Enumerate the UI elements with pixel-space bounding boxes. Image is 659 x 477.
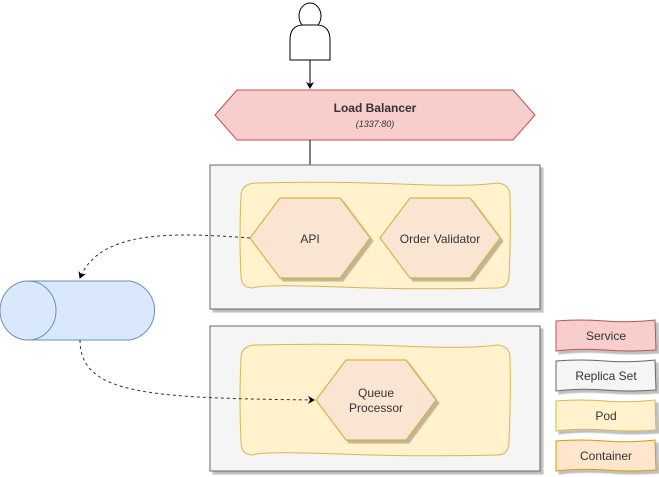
legend-label-container: Container — [580, 449, 632, 463]
replica-set-1[interactable]: API Order Validator — [209, 164, 541, 310]
container-queue-processor-label-line1: Queue — [358, 386, 394, 400]
replica-set-2[interactable]: Queue Processor — [209, 325, 541, 472]
load-balancer-service[interactable]: Load Balancer (1337:80) — [214, 89, 536, 141]
legend-item-replica-set: Replica Set — [555, 359, 657, 392]
legend-label-service: Service — [586, 329, 626, 343]
container-order-validator[interactable]: Order Validator — [379, 197, 501, 279]
container-api-label: API — [300, 232, 319, 246]
legend-label-pod: Pod — [595, 409, 616, 423]
legend-item-pod: Pod — [555, 399, 657, 432]
legend-label-replica-set: Replica Set — [575, 369, 637, 383]
queue-to-processor-arrow — [79, 339, 315, 404]
container-queue-processor[interactable]: Queue Processor — [315, 359, 437, 441]
load-balancer-port: (1337:80) — [356, 119, 395, 129]
container-order-validator-label: Order Validator — [400, 232, 480, 246]
queue-cylinder-icon[interactable] — [0, 280, 155, 341]
container-queue-processor-label-line2: Processor — [349, 401, 403, 415]
legend-item-container: Container — [555, 439, 657, 472]
legend-item-service: Service — [555, 319, 657, 352]
user-icon — [289, 2, 331, 61]
load-balancer-title: Load Balancer — [334, 101, 417, 115]
container-api[interactable]: API — [249, 197, 371, 279]
legend: Service Replica Set Pod Container — [555, 319, 657, 472]
api-to-queue-arrow — [78, 234, 251, 279]
